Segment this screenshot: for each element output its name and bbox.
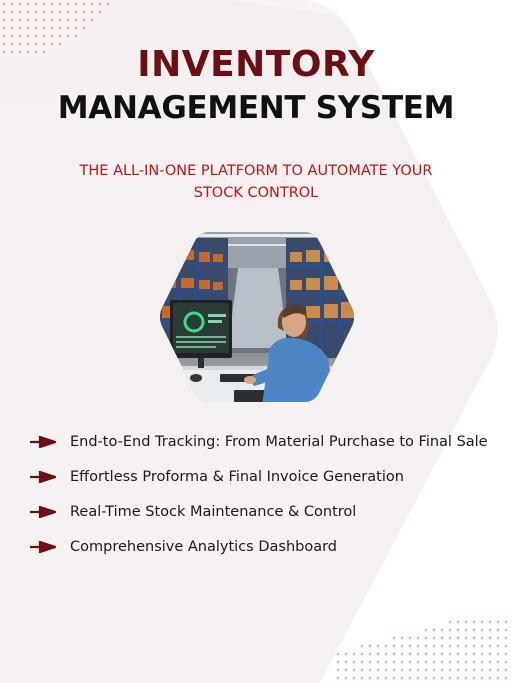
feature-text: End-to-End Tracking: From Material Purch… (70, 434, 488, 450)
feature-text: Real-Time Stock Maintenance & Control (70, 504, 357, 520)
hero-image (158, 228, 356, 406)
title-line-1: INVENTORY (137, 44, 375, 85)
list-item: End-to-End Tracking: From Material Purch… (30, 432, 490, 452)
feature-text: Effortless Proforma & Final Invoice Gene… (70, 469, 404, 485)
subtitle: THE ALL-IN-ONE PLATFORM TO AUTOMATE YOUR… (79, 163, 433, 201)
title-line-2: MANAGEMENT SYSTEM (57, 90, 455, 126)
arrow-right-icon (30, 541, 56, 553)
dot-pattern-bottom-right (336, 620, 508, 680)
feature-list: End-to-End Tracking: From Material Purch… (30, 432, 490, 572)
arrow-right-icon (30, 471, 56, 483)
warehouse-worker-illustration (160, 232, 354, 402)
list-item: Effortless Proforma & Final Invoice Gene… (30, 467, 490, 487)
arrow-right-icon (30, 506, 56, 518)
list-item: Comprehensive Analytics Dashboard (30, 537, 490, 557)
arrow-right-icon (30, 436, 56, 448)
feature-text: Comprehensive Analytics Dashboard (70, 539, 338, 555)
dot-pattern-top-left (2, 2, 110, 54)
list-item: Real-Time Stock Maintenance & Control (30, 502, 490, 522)
